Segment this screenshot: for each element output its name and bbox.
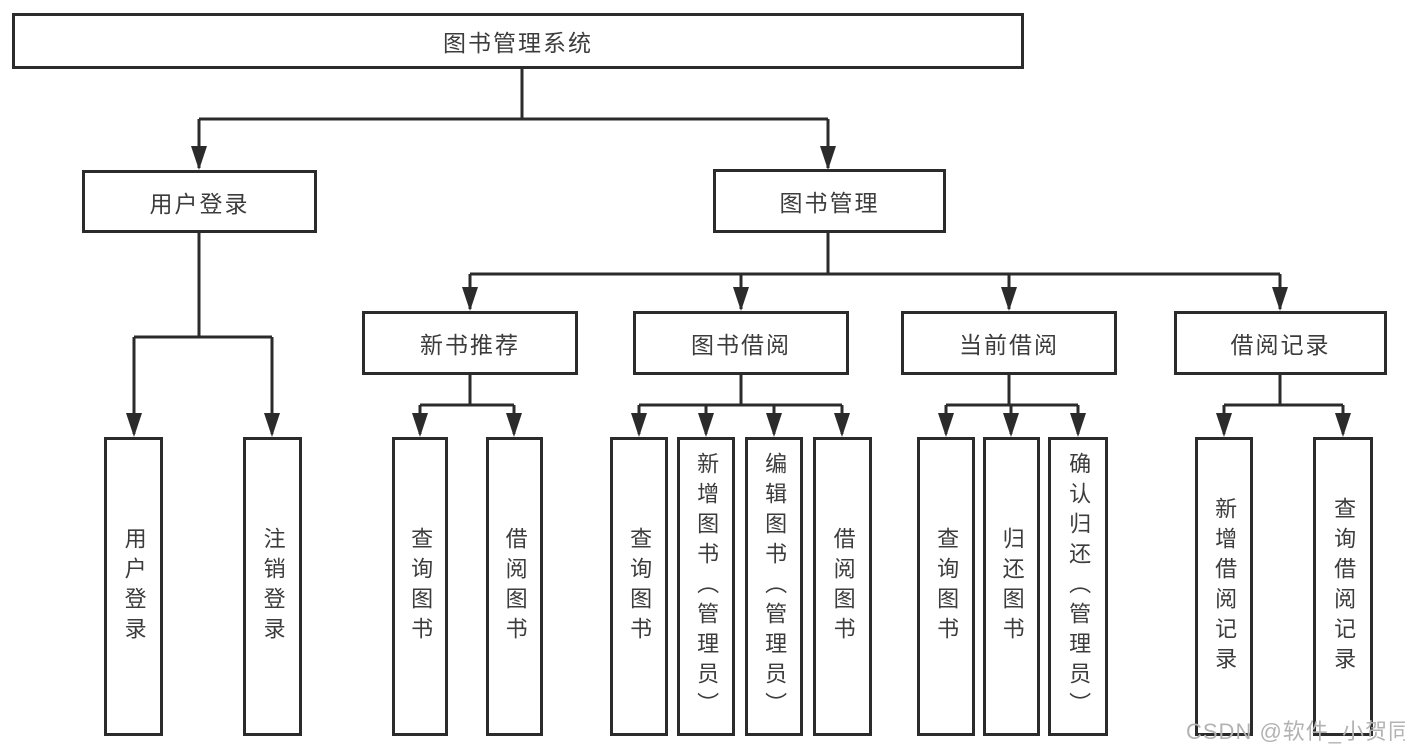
node-book-management: 图书管理 [713, 169, 946, 233]
node-library-management-system: 图书管理系统 [12, 13, 1024, 69]
leaf-label: 归还图书 [999, 526, 1025, 647]
leaf-label: 借阅图书 [830, 526, 856, 647]
node-leaf-borrow-books-recommend: 借阅图书 [486, 437, 543, 736]
leaf-label: 查询图书 [934, 526, 960, 647]
node-new-book-recommendation: 新书推荐 [362, 311, 578, 375]
leaf-label: 新增图书（管理员） [694, 451, 720, 722]
leaf-label: 新增借阅记录 [1212, 496, 1238, 677]
node-leaf-logout: 注销登录 [243, 437, 302, 736]
node-leaf-query-books-recommend: 查询图书 [392, 437, 448, 736]
node-leaf-query-books-borrowing: 查询图书 [610, 437, 668, 736]
node-leaf-query-borrow-record: 查询借阅记录 [1313, 437, 1373, 736]
leaf-label: 确认归还（管理员） [1066, 451, 1092, 722]
leaf-label: 查询借阅记录 [1331, 496, 1357, 677]
leaf-label: 借阅图书 [502, 526, 528, 647]
node-leaf-add-book-admin: 新增图书（管理员） [677, 437, 735, 736]
tree-edges [132, 69, 1345, 434]
leaf-label: 注销登录 [260, 526, 286, 647]
node-leaf-borrow-books: 借阅图书 [813, 437, 872, 736]
leaf-label: 查询图书 [627, 526, 653, 647]
node-leaf-query-books-current: 查询图书 [917, 437, 975, 736]
node-book-borrowing: 图书借阅 [633, 311, 849, 375]
node-leaf-confirm-return-admin: 确认归还（管理员） [1048, 437, 1108, 736]
leaf-label: 编辑图书（管理员） [762, 451, 788, 722]
leaf-label: 用户登录 [121, 526, 147, 647]
csdn-watermark: CSDN @软件_小贺同学 [1186, 719, 1405, 744]
node-leaf-return-books: 归还图书 [983, 437, 1040, 736]
node-borrowing-records: 借阅记录 [1174, 311, 1387, 375]
leaf-label: 查询图书 [408, 526, 434, 647]
node-leaf-user-login: 用户登录 [104, 437, 163, 736]
arrowheads [126, 146, 1351, 437]
node-current-borrowing: 当前借阅 [901, 311, 1117, 375]
node-leaf-add-borrow-record: 新增借阅记录 [1195, 437, 1253, 736]
node-user-login: 用户登录 [82, 170, 317, 233]
node-leaf-edit-book-admin: 编辑图书（管理员） [745, 437, 803, 736]
